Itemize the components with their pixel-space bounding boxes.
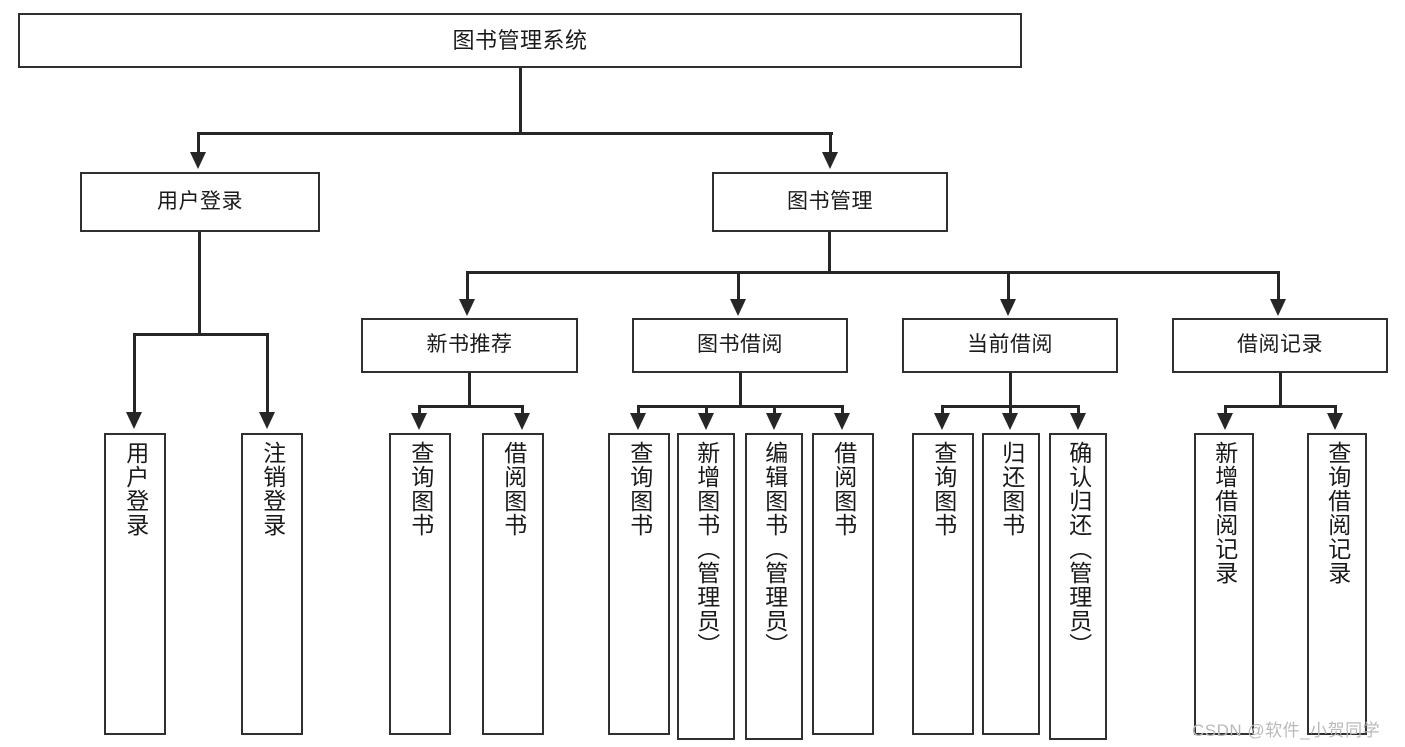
node-leaf-user-login-label: 用户登录 [122,441,149,537]
node-leaf-return-book-label: 归还图书 [998,441,1025,537]
connector-drop-book-borrow [737,271,740,301]
node-leaf-user-login[interactable]: 用户登录 [104,433,166,735]
node-leaf-confirm-return[interactable]: 确认归还（管理员） [1049,433,1107,740]
node-leaf-return-book[interactable]: 归还图书 [982,433,1040,735]
connector-borrow-record-bus [1224,405,1337,408]
node-leaf-query-book-1[interactable]: 查询图书 [389,433,451,735]
connector-drop-borrow-record [1277,271,1280,301]
connector-drop-leaf-borrow-book-2 [841,405,844,415]
connector-root-stem [519,68,522,134]
arrow-new-book-recommend [459,299,475,316]
connector-drop-user-login [197,132,200,154]
connector-drop-book-manage [829,132,832,154]
node-book-manage-label: 图书管理 [787,189,873,213]
arrow-leaf-query-book-3 [934,413,950,430]
arrow-leaf-query-record [1327,413,1343,430]
node-leaf-query-book-1-label: 查询图书 [407,441,434,537]
node-root[interactable]: 图书管理系统 [18,13,1022,68]
arrow-leaf-return-book [1002,413,1018,430]
arrow-user-login [190,152,206,169]
node-user-login-label: 用户登录 [157,189,243,213]
connector-drop-leaf-user-login [133,333,136,414]
node-leaf-borrow-book-1-label: 借阅图书 [500,441,527,537]
node-leaf-logout-login[interactable]: 注销登录 [241,433,303,735]
arrow-leaf-add-record [1217,413,1233,430]
node-leaf-borrow-book-2-label: 借阅图书 [830,441,857,537]
connector-drop-new-book-recommend [466,271,469,301]
node-leaf-query-book-2[interactable]: 查询图书 [608,433,670,735]
node-new-book-recommend-label: 新书推荐 [426,333,513,357]
node-leaf-add-book[interactable]: 新增图书（管理员） [677,433,735,740]
node-leaf-add-record[interactable]: 新增借阅记录 [1194,433,1254,735]
node-leaf-logout-login-label: 注销登录 [259,441,286,537]
connector-drop-leaf-add-book [705,405,708,415]
node-leaf-query-record-label: 查询借阅记录 [1324,441,1351,585]
node-book-borrow-label: 图书借阅 [697,333,783,357]
node-current-borrow-label: 当前借阅 [967,333,1053,357]
node-leaf-query-record[interactable]: 查询借阅记录 [1307,433,1367,735]
arrow-leaf-user-login [126,412,142,429]
connector-user-login-bus [133,333,269,336]
node-leaf-borrow-book-2[interactable]: 借阅图书 [812,433,874,735]
node-current-borrow[interactable]: 当前借阅 [902,318,1118,373]
connector-current-borrow-stem [1009,373,1012,408]
node-user-login[interactable]: 用户登录 [80,172,320,232]
arrow-borrow-record [1270,299,1286,316]
arrow-book-borrow [730,299,746,316]
arrow-leaf-add-book [698,413,714,430]
node-leaf-borrow-book-1[interactable]: 借阅图书 [482,433,544,735]
connector-drop-leaf-query-book-2 [637,405,640,415]
node-leaf-query-book-3-label: 查询图书 [930,441,957,537]
node-leaf-edit-book[interactable]: 编辑图书（管理员） [745,433,803,740]
connector-new-book-recommend-bus [418,405,524,408]
connector-drop-leaf-query-book-1 [418,405,421,415]
arrow-leaf-borrow-book-2 [834,413,850,430]
connector-drop-leaf-edit-book [773,405,776,415]
connector-drop-leaf-add-record [1224,405,1227,415]
node-new-book-recommend[interactable]: 新书推荐 [361,318,578,373]
connector-drop-leaf-logout-login [266,333,269,414]
arrow-leaf-query-book-2 [630,413,646,430]
connector-new-book-recommend-stem [468,373,471,408]
arrow-current-borrow [1000,299,1016,316]
node-book-borrow[interactable]: 图书借阅 [632,318,848,373]
connector-level3-bus [466,271,1280,274]
node-leaf-add-record-label: 新增借阅记录 [1211,441,1238,585]
connector-book-borrow-stem [739,373,742,408]
connector-user-login-stem [198,232,201,335]
connector-drop-leaf-confirm-return [1077,405,1080,415]
connector-borrow-record-stem [1279,373,1282,408]
node-leaf-query-book-3[interactable]: 查询图书 [912,433,974,735]
node-root-label: 图书管理系统 [452,27,588,53]
arrow-leaf-borrow-book-1 [514,413,530,430]
connector-drop-leaf-query-book-3 [941,405,944,415]
arrow-book-manage [822,152,838,169]
node-leaf-query-book-2-label: 查询图书 [626,441,653,537]
connector-level2-bus [197,132,833,135]
connector-drop-leaf-query-record [1334,405,1337,415]
node-leaf-edit-book-label: 编辑图书（管理员） [761,441,788,657]
connector-book-manage-stem [828,232,831,273]
arrow-leaf-query-book-1 [411,413,427,430]
node-leaf-add-book-label: 新增图书（管理员） [693,441,720,657]
connector-drop-leaf-borrow-book-1 [521,405,524,415]
arrow-leaf-edit-book [766,413,782,430]
arrow-leaf-confirm-return [1070,413,1086,430]
connector-drop-current-borrow [1007,271,1010,301]
connector-book-borrow-bus [637,405,844,408]
connector-drop-leaf-return-book [1009,405,1012,415]
arrow-leaf-logout-login [259,412,275,429]
node-leaf-confirm-return-label: 确认归还（管理员） [1065,441,1092,657]
node-borrow-record-label: 借阅记录 [1237,333,1323,357]
node-borrow-record[interactable]: 借阅记录 [1172,318,1388,373]
node-book-manage[interactable]: 图书管理 [712,172,948,232]
